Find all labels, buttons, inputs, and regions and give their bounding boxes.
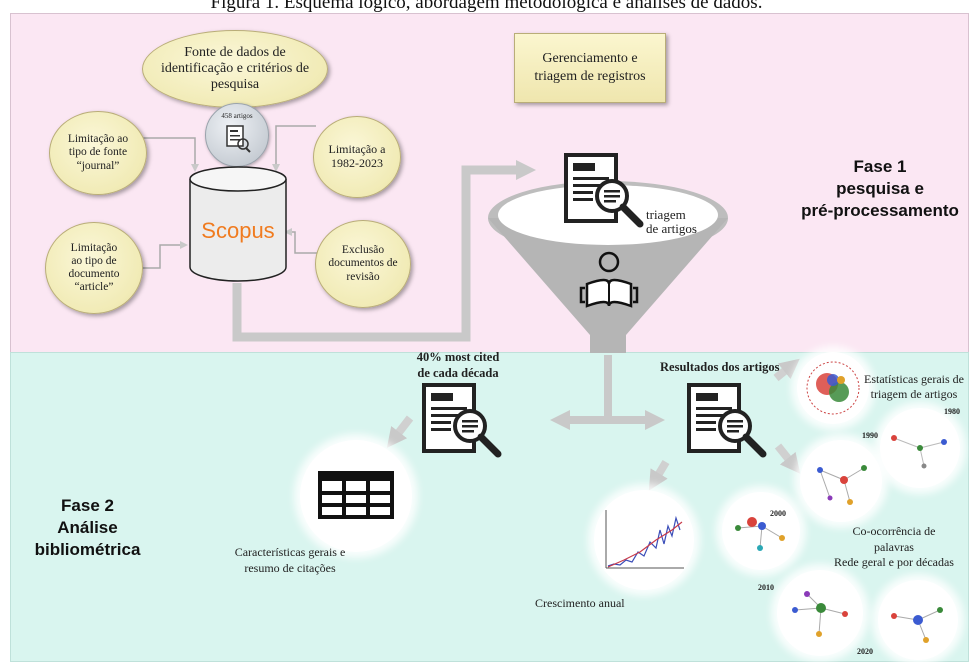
document-icon <box>226 125 251 153</box>
reader-icon <box>579 251 639 308</box>
connector-review <box>284 228 318 254</box>
phase2-label: Fase 2 Análise bibliométrica <box>34 496 141 560</box>
scopus-database: Scopus <box>188 165 288 285</box>
network-1980-circle <box>880 408 960 488</box>
decade-2020-label: 2020 <box>857 647 873 656</box>
decade-1990-label: 1990 <box>862 431 878 440</box>
source-criteria-ellipse: Fonte de dados de identificação e critér… <box>142 30 328 108</box>
scopus-logo-text: Scopus <box>201 218 275 243</box>
growth-label: Crescimento anual <box>535 596 625 610</box>
filter-years-ellipse: Limitação a 1982-2023 <box>313 116 401 198</box>
table-icon <box>318 471 394 519</box>
arrow-to-table <box>386 415 414 448</box>
network-2020-thumbnail <box>891 607 943 643</box>
filter-article-ellipse: Limitação ao tipo de documento “article” <box>45 222 143 314</box>
articles-count-circle: 458 artigos <box>205 103 269 167</box>
connector-article <box>140 241 188 269</box>
decade-1980-label: 1980 <box>944 407 960 416</box>
network-2000-circle <box>722 492 800 570</box>
connector-years <box>272 125 316 172</box>
articles-count-label: 458 artigos <box>221 112 253 120</box>
growth-chart-circle <box>594 490 694 590</box>
filter-journal-ellipse: Limitação ao tipo de fonte “journal” <box>49 111 147 195</box>
stats-circle <box>797 352 869 424</box>
network-1990-circle <box>800 440 882 522</box>
decade-2000-label: 2000 <box>770 509 786 518</box>
stats-network-thumbnail <box>806 361 860 415</box>
stats-label: Estatísticas gerais de triagem de artigo… <box>864 372 964 401</box>
most-cited-document-icon <box>422 383 502 458</box>
most-cited-label: 40% most cited de cada década <box>416 350 500 380</box>
decade-2010-label: 2010 <box>758 583 774 592</box>
table-circle <box>300 440 412 552</box>
connector-journal <box>142 137 199 172</box>
document-search-icon <box>564 153 644 228</box>
cooccurrence-label: Co-ocorrência de palavras Rede geral e p… <box>834 524 954 570</box>
results-label: Resultados dos artigos <box>660 360 780 374</box>
arrow-to-growth <box>648 459 670 491</box>
database-cylinder-icon <box>189 166 287 282</box>
management-box: Gerenciamento e triagem de registros <box>514 33 666 103</box>
phase1-label: Fase 1 pesquisa e pré-processamento <box>801 157 959 221</box>
arrow-to-network <box>774 443 801 474</box>
arrow-to-stats <box>773 358 800 382</box>
table-label: Características gerais e resumo de citaç… <box>234 545 346 576</box>
network-1980-thumbnail <box>891 435 947 469</box>
network-2000-thumbnail <box>735 517 785 551</box>
connector-scopus-to-funnel <box>232 160 536 342</box>
network-2010-thumbnail <box>792 591 848 637</box>
growth-chart-thumbnail <box>605 510 684 569</box>
filter-review-ellipse: Exclusão documentos de revisão <box>315 220 411 308</box>
results-document-icon <box>687 383 767 458</box>
funnel-label: triagem de artigos <box>646 207 697 237</box>
figure-caption: Figura 1. Esquema lógico, abordagem meto… <box>210 0 763 13</box>
network-2010-circle <box>777 570 863 656</box>
network-2020-circle <box>878 580 958 660</box>
network-1990-thumbnail <box>817 465 867 505</box>
